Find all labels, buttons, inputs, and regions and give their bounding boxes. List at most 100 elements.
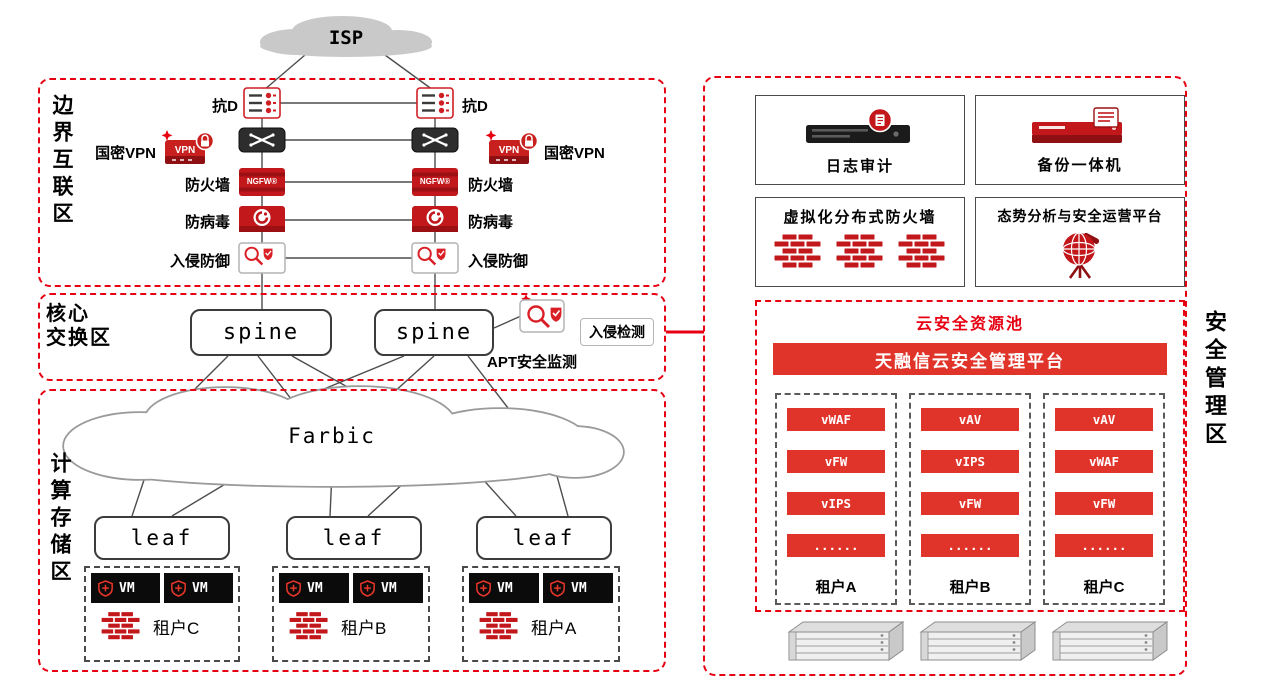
- service-button: vFW: [921, 492, 1019, 515]
- leaf-switch-1: leaf: [94, 516, 230, 560]
- service-button: vFW: [1055, 492, 1153, 515]
- tenant-label: 租户A: [531, 619, 577, 638]
- zone-security-label: 安全管理区: [1202, 310, 1227, 450]
- vm-shield-icon: [171, 579, 186, 597]
- ips-label-right: 入侵防御: [468, 253, 529, 270]
- ips-label-left: 入侵防御: [169, 253, 230, 270]
- ips-icon-left: [238, 242, 286, 274]
- service-button: vIPS: [921, 450, 1019, 473]
- backup-appliance-box: 备份一体机: [975, 95, 1185, 185]
- spine-switch-right: spine: [374, 309, 494, 356]
- intrusion-detection-icon: [518, 294, 568, 336]
- service-button: ......: [1055, 534, 1153, 557]
- firewall-stack-icon: [897, 233, 946, 269]
- zone-compute-storage: [38, 389, 666, 672]
- tenant-group-c: VM VM 租户C: [84, 566, 240, 662]
- service-button: vFW: [787, 450, 885, 473]
- anti-ddos-icon-left: [243, 87, 281, 119]
- vpn-label-right: 国密VPN: [544, 145, 605, 162]
- situation-globe-icon: [1062, 232, 1100, 279]
- vm-node: VM: [469, 573, 539, 603]
- firewall-icon-left: NGFW®: [238, 166, 286, 198]
- service-button: vAV: [1055, 408, 1153, 431]
- router-icon-right: [411, 125, 459, 155]
- antivirus-icon-left: [238, 204, 286, 234]
- ngfw-icon-text: NGFW®: [247, 177, 277, 186]
- spine-switch-left: spine: [190, 309, 332, 356]
- antivirus-label-left: 防病毒: [184, 214, 230, 231]
- soc-platform-label: 态势分析与安全运营平台: [997, 208, 1163, 224]
- tenant-label: 租户C: [153, 619, 200, 638]
- service-button: vIPS: [787, 492, 885, 515]
- vpn-label-left: 国密VPN: [95, 145, 156, 162]
- ips-icon-right: [411, 242, 459, 274]
- server-rack-icon: [785, 618, 907, 664]
- cloud-security-platform-banner: 天融信云安全管理平台: [773, 343, 1167, 375]
- service-button: vWAF: [1055, 450, 1153, 473]
- pool-tenant-column-b: vAV vIPS vFW ...... 租户B: [909, 393, 1031, 605]
- server-rack-icon: [1049, 618, 1171, 664]
- tenant-group-a: VM VM 租户A: [462, 566, 620, 662]
- vm-shield-icon: [98, 579, 113, 597]
- vm-label: VM: [119, 580, 135, 596]
- log-audit-icon: [806, 107, 910, 143]
- vm-label: VM: [307, 580, 323, 596]
- isp-cloud-label: ISP: [328, 27, 364, 49]
- zone-security-management: [703, 76, 1187, 676]
- vm-node: VM: [543, 573, 613, 603]
- fabric-cloud-label: Farbic: [288, 424, 376, 448]
- apt-monitoring-label: APT安全监测: [487, 354, 578, 371]
- ngfw-icon-text: NGFW®: [420, 177, 450, 186]
- vm-shield-icon: [476, 579, 491, 597]
- vm-node: VM: [164, 573, 233, 603]
- antivirus-label-right: 防病毒: [468, 214, 514, 231]
- vpn-icon-text: VPN: [175, 145, 196, 156]
- tenant-group-b: VM VM 租户B: [272, 566, 430, 662]
- antivirus-icon-right: [411, 204, 459, 234]
- anti-ddos-icon-right: [416, 87, 454, 119]
- vm-label: VM: [497, 580, 513, 596]
- firewall-label-right: 防火墙: [468, 177, 514, 194]
- pool-tenant-column-c: vAV vWAF vFW ...... 租户C: [1043, 393, 1165, 605]
- zone-core-label: 核心 交换区: [46, 303, 112, 349]
- cloud-security-resource-pool: 云安全资源池 天融信云安全管理平台 vWAF vFW vIPS ...... 租…: [755, 300, 1185, 612]
- zone-border-label: 边界互联区: [50, 94, 73, 229]
- server-stack-icon: [478, 611, 519, 641]
- vm-node: VM: [91, 573, 160, 603]
- distributed-firewall-box: 虚拟化分布式防火墙: [755, 197, 965, 287]
- service-button: vWAF: [787, 408, 885, 431]
- pool-tenant-label: 租户A: [815, 579, 857, 596]
- anti-ddos-label-right: 抗D: [462, 98, 488, 115]
- vpn-gateway-icon-right: VPN: [484, 128, 539, 172]
- vpn-icon-text: VPN: [499, 145, 520, 156]
- server-stack-icon: [100, 611, 141, 641]
- pool-tenant-label: 租户B: [949, 579, 991, 596]
- backup-appliance-icon: [1032, 106, 1122, 143]
- vm-shield-icon: [286, 579, 301, 597]
- vm-label: VM: [192, 580, 208, 596]
- pool-title: 云安全资源池: [915, 316, 1024, 333]
- firewall-stack-icon: [773, 233, 822, 269]
- vm-node: VM: [353, 573, 423, 603]
- firewall-label-left: 防火墙: [184, 177, 230, 194]
- leaf-switch-2: leaf: [286, 516, 422, 560]
- firewall-stack-icon: [835, 233, 884, 269]
- server-rack-icon: [917, 618, 1039, 664]
- intrusion-detection-label: 入侵检测: [580, 318, 654, 346]
- anti-ddos-label-left: 抗D: [212, 98, 238, 115]
- leaf-switch-3: leaf: [476, 516, 612, 560]
- vm-shield-icon: [360, 579, 375, 597]
- service-button: ......: [921, 534, 1019, 557]
- log-audit-box: 日志审计: [755, 95, 965, 185]
- router-icon-left: [238, 125, 286, 155]
- backup-appliance-label: 备份一体机: [1037, 156, 1123, 174]
- vm-label: VM: [381, 580, 397, 596]
- zone-core-switching: [38, 293, 666, 381]
- zone-border-interconnect: [38, 78, 666, 287]
- vm-label: VM: [571, 580, 587, 596]
- firewall-icon-right: NGFW®: [411, 166, 459, 198]
- vm-node: VM: [279, 573, 349, 603]
- log-audit-label: 日志审计: [825, 157, 894, 175]
